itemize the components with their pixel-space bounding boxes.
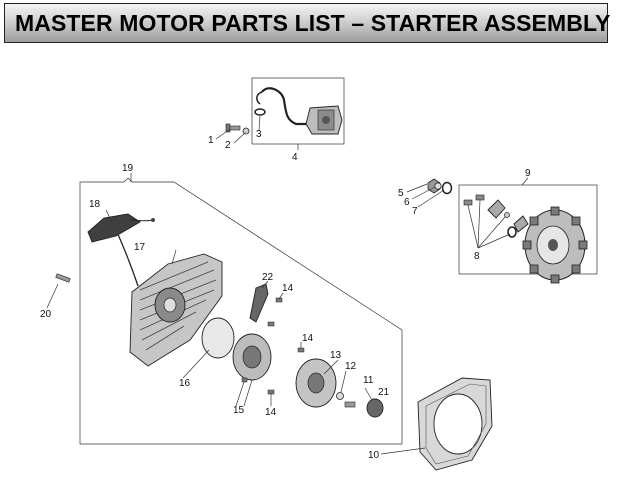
callout-10: 10 <box>368 450 380 461</box>
starter-handle <box>87 213 141 243</box>
ignition-wire <box>261 87 314 126</box>
callout-7: 7 <box>412 206 418 217</box>
callout-14-bottom: 14 <box>265 407 277 418</box>
callout-11: 11 <box>363 375 374 386</box>
callout-20: 20 <box>40 309 52 320</box>
nut-part-5 <box>427 178 441 194</box>
callout-6: 6 <box>404 197 410 208</box>
callout-13: 13 <box>330 350 342 361</box>
callout-14-mid: 14 <box>302 333 314 344</box>
washer-part-12 <box>336 392 344 400</box>
bracket-part-22 <box>249 283 269 323</box>
callout-8: 8 <box>474 251 480 262</box>
callout-19: 19 <box>122 163 134 174</box>
callout-15: 15 <box>233 405 245 416</box>
callout-1: 1 <box>208 135 214 146</box>
flywheel-group <box>427 177 598 284</box>
starter-pawl <box>513 215 529 233</box>
callout-14-top: 14 <box>282 283 294 294</box>
page-header: MASTER MOTOR PARTS LIST – STARTER ASSEMB… <box>4 3 611 43</box>
callout-4: 4 <box>292 152 298 163</box>
cap-part-21 <box>366 398 384 418</box>
washer-part-2 <box>242 127 250 135</box>
callout-18: 18 <box>89 199 101 210</box>
callout-5: 5 <box>398 188 404 199</box>
spring-plate-16 <box>201 317 235 359</box>
callout-9: 9 <box>525 168 531 179</box>
washer-part-6 <box>434 182 442 190</box>
group-19-frame <box>79 177 403 445</box>
starter-pawl <box>487 199 506 219</box>
ignition-coil-group <box>225 77 345 150</box>
group-9-frame <box>458 184 598 275</box>
bolt-part-20 <box>55 273 71 283</box>
starter-housing <box>129 253 223 367</box>
starter-rope <box>116 231 139 287</box>
page-title: MASTER MOTOR PARTS LIST – STARTER ASSEMB… <box>15 10 611 36</box>
callout-3: 3 <box>256 129 262 140</box>
o-ring-part-3 <box>254 108 266 116</box>
callout-21: 21 <box>378 387 390 398</box>
callout-2: 2 <box>225 140 231 151</box>
callout-17: 17 <box>134 242 146 253</box>
callout-16: 16 <box>179 378 191 389</box>
callout-22: 22 <box>262 272 274 283</box>
washer-part-7 <box>441 181 453 195</box>
callout-12: 12 <box>345 361 357 372</box>
screw-part-11 <box>344 401 356 408</box>
